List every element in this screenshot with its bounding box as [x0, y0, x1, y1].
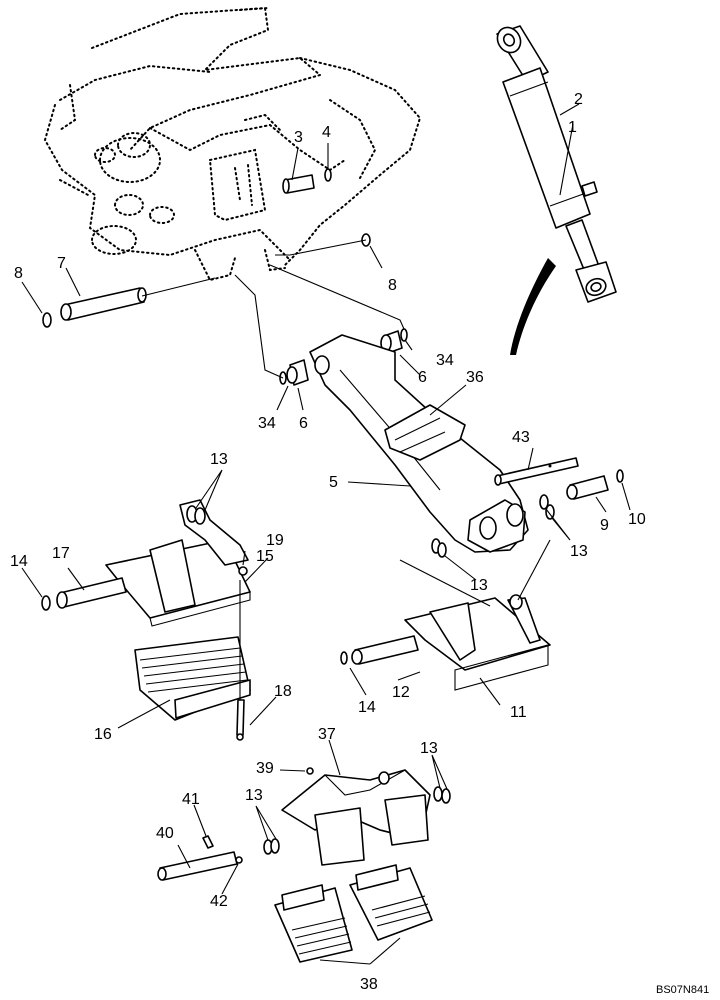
swing-arrow — [510, 258, 556, 355]
washer-34-right — [400, 328, 408, 342]
callout-13-boom: 13 — [570, 543, 588, 560]
callout-40: 40 — [156, 825, 174, 842]
callout-38: 38 — [360, 976, 378, 993]
callout-16: 16 — [94, 726, 112, 743]
nut-19 — [238, 566, 248, 576]
hydraulic-cylinder — [496, 25, 617, 303]
bracket-15 — [105, 499, 251, 627]
boom-arm-5 — [309, 334, 529, 553]
bracket-37 — [281, 769, 431, 866]
pin-40 — [157, 851, 238, 881]
washer-13-bracket11-b — [437, 542, 447, 558]
callout-13-pin40: 13 — [245, 787, 263, 804]
track-pad-38-right — [349, 864, 433, 941]
pin-7 — [60, 287, 147, 321]
washer-8-left — [42, 312, 52, 328]
washer-13-bracket37-a — [433, 786, 443, 802]
callout-7: 7 — [57, 255, 66, 272]
callout-3: 3 — [294, 129, 303, 146]
track-pad-38-left — [274, 884, 353, 963]
callout-11: 11 — [510, 704, 527, 721]
washer-13-boom-b — [545, 504, 555, 520]
callouts: 1 2 3 4 5 6 6 7 8 8 9 10 11 12 13 13 13 … — [10, 91, 646, 993]
callout-13-bracket11: 13 — [470, 577, 488, 594]
callout-39: 39 — [256, 760, 274, 777]
washer-13-pin40-b — [270, 838, 280, 854]
callout-6-left: 6 — [299, 415, 308, 432]
callout-14-left: 14 — [10, 553, 28, 570]
washer-13-boom-a — [539, 494, 549, 510]
washer-10 — [616, 469, 624, 483]
callout-18: 18 — [274, 683, 292, 700]
callout-8-left: 8 — [14, 265, 23, 282]
bolt-41 — [202, 835, 214, 849]
callout-17: 17 — [52, 545, 70, 562]
callout-36: 36 — [466, 369, 484, 386]
washer-13-bracket37-b — [441, 788, 451, 804]
pin-9 — [566, 475, 609, 500]
callout-8-right: 8 — [388, 277, 397, 294]
callout-13-bracket37: 13 — [420, 740, 438, 757]
callout-4: 4 — [322, 124, 331, 141]
bolt-18 — [236, 699, 245, 741]
callout-34-right: 34 — [436, 352, 454, 369]
callout-2: 2 — [574, 91, 583, 108]
pin-43 — [494, 457, 579, 486]
callout-1: 1 — [568, 119, 577, 136]
washer-14-right — [340, 651, 348, 665]
bushing-3 — [282, 174, 315, 194]
callout-10: 10 — [628, 511, 646, 528]
callout-13-bracket15: 13 — [210, 451, 228, 468]
callout-6-right: 6 — [418, 369, 427, 386]
callout-41: 41 — [182, 791, 200, 808]
callout-19: 19 — [266, 532, 284, 549]
callout-15: 15 — [256, 548, 274, 565]
nut-39 — [306, 767, 314, 775]
track-pad-16 — [134, 636, 251, 721]
nut-42 — [235, 856, 243, 864]
chassis-frame — [43, 6, 422, 282]
callout-14-right: 14 — [358, 699, 376, 716]
pin-12 — [351, 635, 419, 665]
callout-5: 5 — [329, 474, 338, 491]
bracket-11 — [404, 594, 551, 691]
bushing-6-left — [286, 359, 309, 386]
callout-12: 12 — [392, 684, 410, 701]
washer-4 — [324, 168, 332, 182]
pin-17 — [56, 577, 127, 609]
leader-lines — [21, 103, 631, 965]
callout-9: 9 — [600, 517, 609, 534]
callout-42: 42 — [210, 893, 228, 910]
washer-14-left — [41, 595, 51, 611]
callout-34-left: 34 — [258, 415, 276, 432]
callout-37: 37 — [318, 726, 336, 743]
callout-43: 43 — [512, 429, 530, 446]
figure-code: BS07N841 — [656, 984, 709, 996]
